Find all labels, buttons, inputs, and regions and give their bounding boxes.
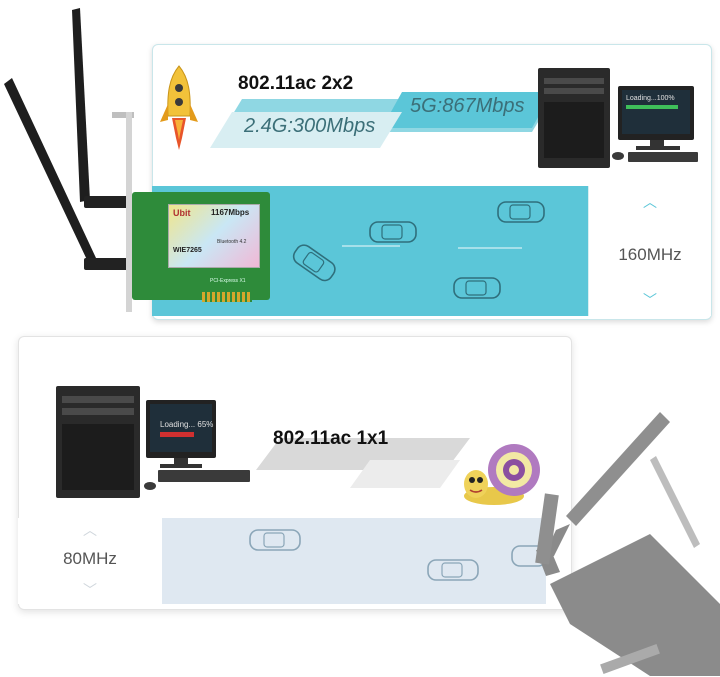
card-model: WIE7265 bbox=[173, 247, 202, 254]
bottom-traffic-lane bbox=[162, 518, 546, 604]
car-icon bbox=[497, 201, 545, 223]
desktop-computer-top bbox=[538, 68, 698, 168]
card-body bbox=[550, 534, 720, 676]
top-bandwidth-label: 160MHz bbox=[618, 245, 682, 264]
car-icon bbox=[427, 559, 479, 581]
car-icon bbox=[369, 221, 417, 243]
snail-icon bbox=[464, 444, 540, 505]
antenna-icon bbox=[4, 78, 96, 262]
wifi-card-silhouette bbox=[535, 412, 720, 676]
card-brand: Ubit bbox=[173, 208, 191, 218]
top-band-graphics bbox=[210, 92, 552, 148]
band-5g-label: 5G:867Mbps bbox=[410, 95, 525, 117]
monitor-progress-top bbox=[626, 105, 678, 109]
card-speed: 1167Mbps bbox=[211, 208, 250, 217]
band-24g-shape bbox=[210, 112, 402, 148]
bottom-band-graphics bbox=[256, 438, 470, 488]
monitor-progress-bottom bbox=[160, 432, 194, 437]
top-standard-title: 802.11ac 2x2 bbox=[238, 73, 354, 94]
band-5g-highlight bbox=[382, 92, 552, 128]
mounting-bracket bbox=[650, 456, 700, 548]
bottom-bandwidth-label: 80MHz bbox=[63, 549, 117, 568]
monitor-loading-text-bottom: Loading... 65% bbox=[160, 420, 214, 429]
card-bluetooth: Bluetooth 4.2 bbox=[217, 239, 247, 245]
car-icon bbox=[249, 529, 301, 551]
chevron-down-icon: ﹀ bbox=[643, 292, 657, 308]
monitor-loading-text-top: Loading...100% bbox=[626, 95, 675, 102]
desktop-computer-bottom bbox=[56, 386, 250, 498]
antenna-icon bbox=[72, 8, 90, 202]
card-interface: PCI-Express X1 bbox=[210, 278, 246, 284]
chevron-up-icon: ︿ bbox=[643, 194, 657, 210]
car-icon bbox=[453, 277, 501, 299]
bottom-standard-title: 802.11ac 1x1 bbox=[273, 428, 389, 449]
bottom-bandwidth-box: ︿ 80MHz ﹀ bbox=[18, 518, 162, 604]
chevron-up-icon: ︿ bbox=[83, 522, 97, 538]
card-pcie-connector bbox=[202, 292, 252, 302]
antennas-top bbox=[4, 8, 134, 312]
car-icon bbox=[292, 244, 336, 282]
band-24g-label: 2.4G:300Mbps bbox=[244, 115, 376, 137]
chevron-down-icon: ﹀ bbox=[83, 582, 97, 598]
card-label-sticker: Ubit 1167Mbps WIE7265 Bluetooth 4.2 bbox=[168, 204, 260, 268]
wifi-card: Ubit 1167Mbps WIE7265 Bluetooth 4.2 PCI-… bbox=[132, 192, 270, 302]
bottom-lane-cars bbox=[249, 529, 546, 581]
rocket-icon bbox=[160, 65, 198, 150]
antenna-icon bbox=[535, 493, 559, 565]
car-icon bbox=[511, 545, 546, 567]
top-lane-cars bbox=[292, 201, 545, 299]
top-bandwidth-box: ︿ 160MHz ﹀ bbox=[588, 186, 711, 316]
antenna-icon bbox=[566, 412, 670, 526]
band-shape bbox=[350, 460, 460, 488]
mounting-bracket bbox=[126, 112, 132, 312]
